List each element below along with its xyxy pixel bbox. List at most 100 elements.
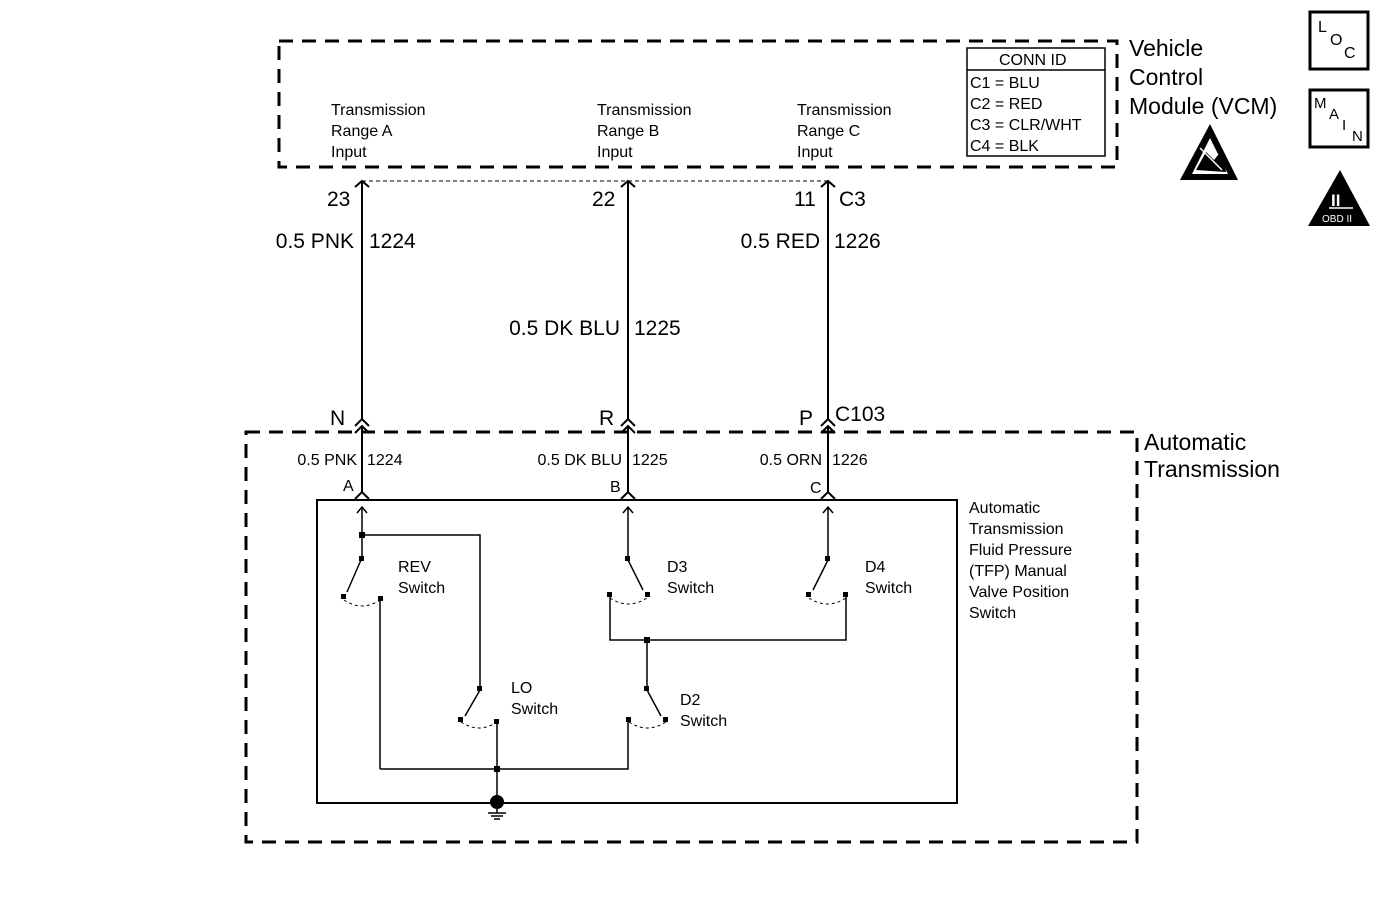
terminal-b-label: B	[610, 479, 621, 496]
transmission-title-line1: Automatic	[1144, 429, 1246, 455]
main-letter: I	[1342, 117, 1346, 134]
obd-label: OBD II	[1322, 214, 1352, 225]
d3-switch-label: Switch	[667, 580, 714, 597]
tfp-label-line: Switch	[969, 605, 1016, 622]
input-b-line3: Input	[597, 144, 633, 161]
wire-color-label: 0.5 PNK	[276, 230, 354, 253]
loc-letter: C	[1344, 45, 1356, 62]
main-letter: M	[1314, 95, 1327, 112]
tfp-terminal-a	[354, 490, 370, 500]
input-label-range-c: Transmission Range C Input	[797, 102, 892, 161]
wire-circuit-label: 1225	[632, 452, 668, 469]
terminal-a-label: A	[343, 478, 354, 495]
rev-switch-label: Switch	[398, 580, 445, 597]
pin-22-label: 22	[592, 188, 615, 211]
conn-id-table: CONN ID C1 = BLU C2 = RED C3 = CLR/WHT C…	[966, 47, 1106, 157]
pin-23-label: 23	[327, 188, 350, 211]
rev-switch: REV Switch	[341, 556, 445, 607]
lo-switch: LO Switch	[458, 680, 558, 729]
junction-dot	[494, 766, 500, 772]
d4-switch: D4 Switch	[806, 556, 912, 605]
connector-c3-label: C3	[839, 188, 866, 211]
input-label-range-b: Transmission Range B Input	[597, 102, 692, 161]
c103-terminal-p	[820, 417, 836, 427]
vcm-title-line2: Control	[1129, 64, 1203, 90]
input-a-line3: Input	[331, 144, 367, 161]
input-b-line2: Range B	[597, 123, 659, 140]
vcm-title-line1: Vehicle	[1129, 35, 1203, 61]
wire-color-label: 0.5 RED	[741, 230, 820, 253]
loc-letter: L	[1318, 19, 1327, 36]
junction-dot	[359, 532, 365, 538]
tfp-label-line: Valve Position	[969, 584, 1069, 601]
wire-circuit-label: 1226	[834, 230, 881, 253]
tfp-label-line: (TFP) Manual	[969, 563, 1067, 580]
wire-circuit-label: 1224	[367, 452, 403, 469]
loc-letter: O	[1330, 32, 1342, 49]
vcm-title-line3: Module (VCM)	[1129, 93, 1277, 119]
c103-connector: N R P C103	[330, 403, 885, 434]
input-label-range-a: Transmission Range A Input	[331, 102, 426, 161]
pin-11-label: 11	[794, 188, 816, 211]
obd-numeral: II	[1331, 191, 1340, 210]
transmission-boundary	[244, 430, 1139, 844]
d3-switch: D3 Switch	[607, 556, 714, 605]
conn-id-row: C1 = BLU	[970, 75, 1040, 92]
conn-id-row: C2 = RED	[970, 96, 1042, 113]
esd-sensitive-icon	[1180, 124, 1238, 180]
wire-color-label: 0.5 DK BLU	[538, 452, 622, 469]
tfp-label-line: Automatic	[969, 500, 1040, 517]
lo-switch-label: Switch	[511, 701, 558, 718]
input-a-line2: Range A	[331, 123, 393, 140]
tfp-label-line: Transmission	[969, 521, 1064, 538]
conn-id-row: C3 = CLR/WHT	[970, 117, 1082, 134]
lo-switch-label: LO	[511, 680, 532, 697]
terminal-c-label: C	[810, 480, 822, 497]
c103-label-r: R	[599, 407, 614, 430]
conn-id-header: CONN ID	[999, 52, 1067, 69]
d4-switch-label: D4	[865, 559, 886, 576]
wire-circuit-label: 1225	[634, 317, 681, 340]
input-c-line3: Input	[797, 144, 833, 161]
tfp-label-line: Fluid Pressure	[969, 542, 1072, 559]
c103-terminal-n	[354, 417, 370, 427]
rev-switch-label: REV	[398, 559, 431, 576]
tfp-terminal-c	[820, 490, 836, 500]
loc-icon: L O C	[1308, 10, 1370, 71]
d2-switch: D2 Switch	[626, 686, 727, 730]
c103-label-p: P	[799, 407, 813, 430]
main-letter: A	[1329, 106, 1339, 123]
d3-d4-bus	[609, 595, 847, 641]
input-a-line1: Transmission	[331, 102, 426, 119]
conn-id-row: C4 = BLK	[970, 138, 1039, 155]
wire-circuit-label: 1226	[832, 452, 868, 469]
tfp-switch-assembly	[316, 499, 958, 804]
ground-icon	[488, 795, 506, 820]
wire-color-label: 0.5 ORN	[760, 452, 822, 469]
tfp-terminal-b	[620, 490, 636, 500]
d2-switch-label: D2	[680, 692, 701, 709]
input-b-line1: Transmission	[597, 102, 692, 119]
wire-color-label: 0.5 PNK	[297, 452, 357, 469]
wire-color-label: 0.5 DK BLU	[509, 317, 620, 340]
c103-label-n: N	[330, 407, 345, 430]
main-icon: M A I N	[1308, 88, 1370, 149]
d2-to-ground-bus	[380, 720, 629, 770]
main-letter: N	[1352, 128, 1363, 145]
c103-terminal-r	[620, 417, 636, 427]
d4-switch-label: Switch	[865, 580, 912, 597]
input-c-line1: Transmission	[797, 102, 892, 119]
d2-switch-label: Switch	[680, 713, 727, 730]
tfp-switch-label: Automatic Transmission Fluid Pressure (T…	[969, 500, 1072, 622]
wire-circuit-label: 1224	[369, 230, 416, 253]
conn-id-frame	[966, 47, 1106, 157]
transmission-title-line2: Transmission	[1144, 456, 1280, 482]
input-c-line2: Range C	[797, 123, 860, 140]
d3-switch-label: D3	[667, 559, 688, 576]
obd-ii-icon: II OBD II	[1308, 170, 1370, 226]
circuit-a-to-lo	[362, 534, 481, 688]
c103-name-label: C103	[835, 403, 885, 426]
vcm-title: Vehicle Control Module (VCM)	[1129, 35, 1277, 119]
vcm-boundary	[277, 39, 1119, 169]
